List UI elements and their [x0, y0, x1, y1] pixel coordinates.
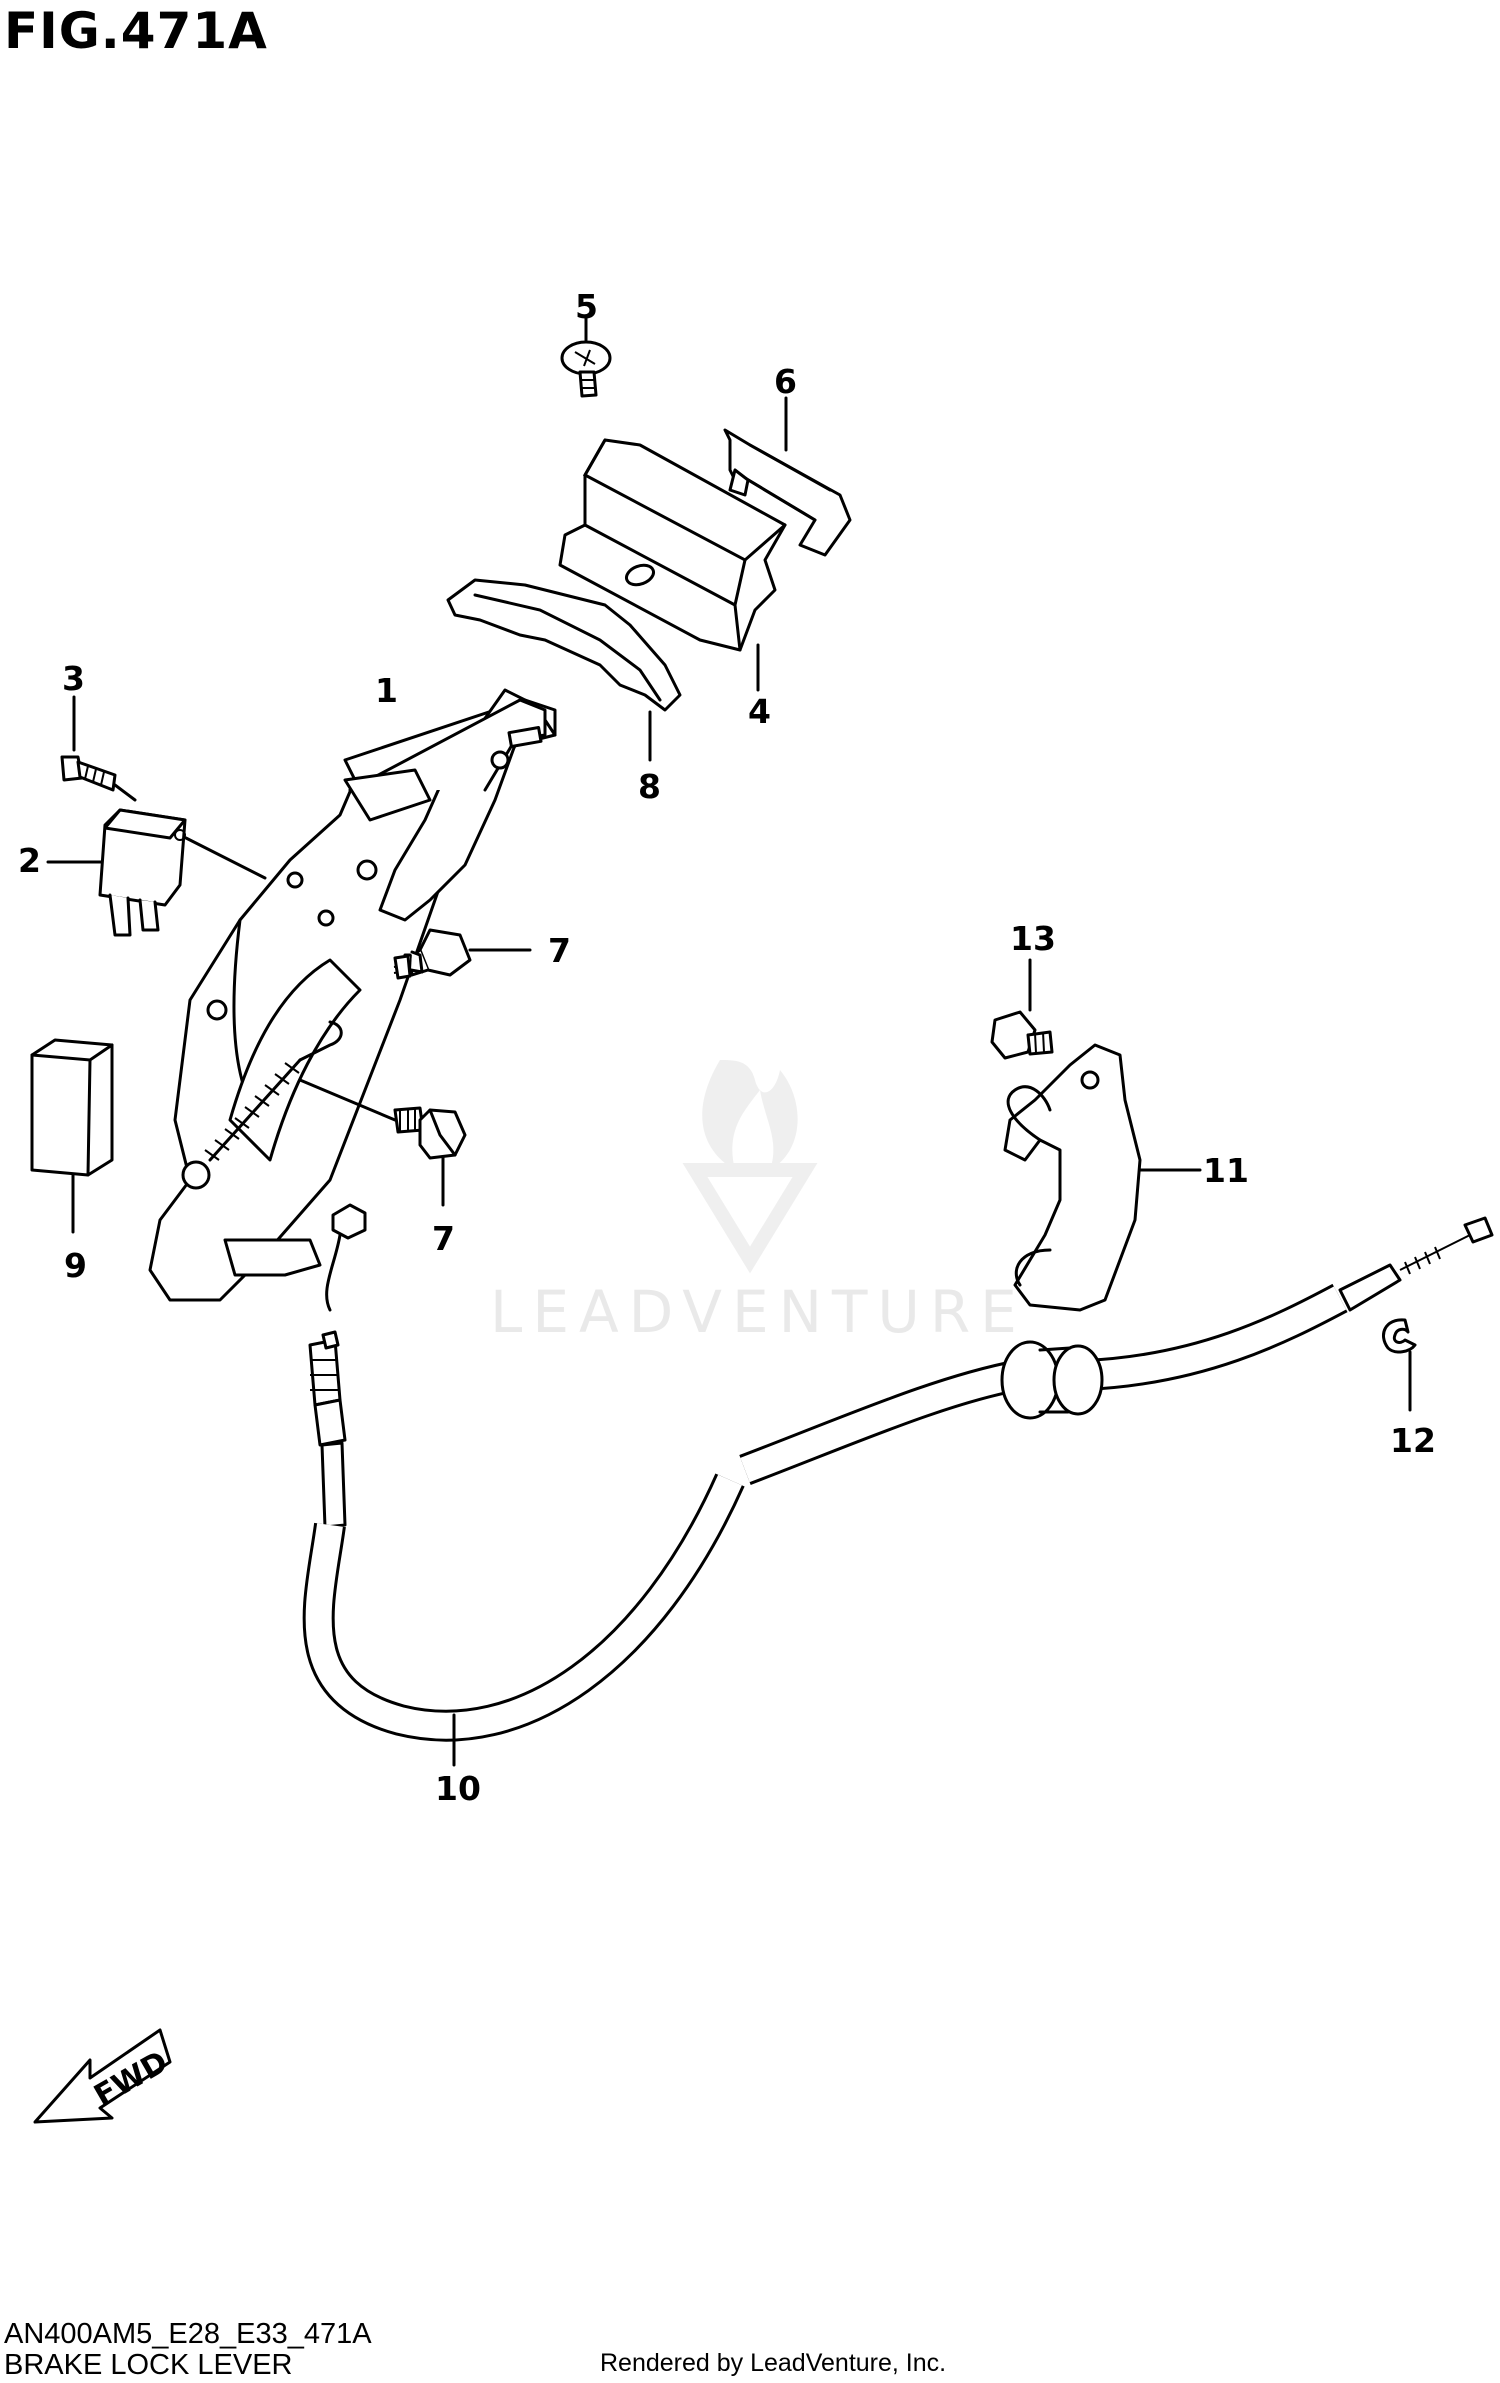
part-10-cable[interactable]: [302, 1203, 1494, 1767]
callout-4: 4: [748, 692, 771, 731]
spring: [204, 1020, 343, 1162]
part-13-bolt[interactable]: [990, 958, 1054, 1060]
figure-title: FIG.471A: [4, 2, 268, 60]
part-7-bolt-lower[interactable]: [298, 1078, 467, 1207]
watermark-text: LEADVENTURE: [490, 1278, 1027, 1346]
callout-7-lower: 7: [432, 1219, 455, 1258]
part-12-e-clip[interactable]: [1382, 1318, 1417, 1412]
part-9-block[interactable]: [30, 1038, 114, 1234]
callout-9: 9: [64, 1246, 87, 1285]
part-5-screw[interactable]: [560, 316, 612, 398]
callout-10: 10: [435, 1769, 481, 1808]
rendered-by: Rendered by LeadVenture, Inc.: [600, 2349, 947, 2377]
callout-8: 8: [638, 767, 661, 806]
callout-13: 13: [1010, 919, 1056, 958]
part-2-switch[interactable]: [46, 808, 267, 937]
watermark-logo: [682, 1060, 818, 1274]
callout-2: 2: [18, 841, 41, 880]
part-6-clip[interactable]: [723, 396, 852, 557]
callout-6: 6: [774, 362, 797, 401]
diagram-name: BRAKE LOCK LEVER: [4, 2349, 293, 2381]
part-1-lever-bracket[interactable]: [148, 688, 557, 1302]
callout-5: 5: [575, 287, 598, 326]
callout-7-upper: 7: [548, 931, 571, 970]
callout-3: 3: [62, 659, 85, 698]
part-11-bracket[interactable]: [1003, 1043, 1202, 1312]
callout-1: 1: [375, 671, 398, 710]
callout-11: 11: [1203, 1151, 1249, 1190]
part-7-bolt-upper[interactable]: [393, 928, 532, 980]
part-3-screw[interactable]: [60, 695, 137, 802]
fwd-arrow: FWD: [33, 2028, 174, 2124]
part-8-pad[interactable]: [446, 578, 682, 762]
callout-12: 12: [1390, 1421, 1436, 1460]
diagram-code: AN400AM5_E28_E33_471A: [4, 2318, 372, 2350]
part-4-cover[interactable]: [558, 438, 787, 692]
